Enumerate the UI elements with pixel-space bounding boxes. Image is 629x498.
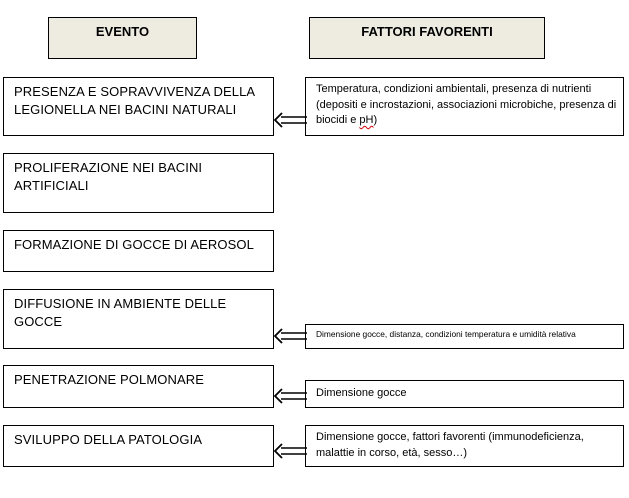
event-box-sviluppo: SVILUPPO DELLA PATOLOGIA [3,425,274,467]
factor-text-end: ) [373,114,378,126]
event-box-presenza: PRESENZA E SOPRAVVIVENZA DELLA LEGIONELL… [3,77,274,136]
event-box-formazione: FORMAZIONE DI GOCCE DI AEROSOL [3,230,274,272]
header-evento: EVENTO [48,17,197,59]
factor-box-presenza: Temperatura, condizioni ambientali, pres… [305,77,624,136]
double-arrow-left-icon [273,112,307,128]
factor-text: Temperatura, condizioni ambientali, pres… [316,83,617,126]
factor-box-diffusione: Dimensione gocce, distanza, condizioni t… [305,324,624,349]
double-arrow-left-icon [273,388,307,404]
factor-box-sviluppo: Dimensione gocce, fattori favorenti (imm… [305,425,624,467]
factor-box-penetrazione: Dimensione gocce [305,380,624,408]
event-box-proliferazione: PROLIFERAZIONE NEI BACINI ARTIFICIALI [3,153,274,213]
event-box-diffusione: DIFFUSIONE IN AMBIENTE DELLE GOCCE [3,289,274,349]
header-fattori-favorenti: FATTORI FAVORENTI [309,17,545,59]
double-arrow-left-icon [273,443,307,459]
spellcheck-flagged-word: pH [359,114,374,126]
double-arrow-left-icon [273,328,307,344]
event-box-penetrazione: PENETRAZIONE POLMONARE [3,365,274,408]
